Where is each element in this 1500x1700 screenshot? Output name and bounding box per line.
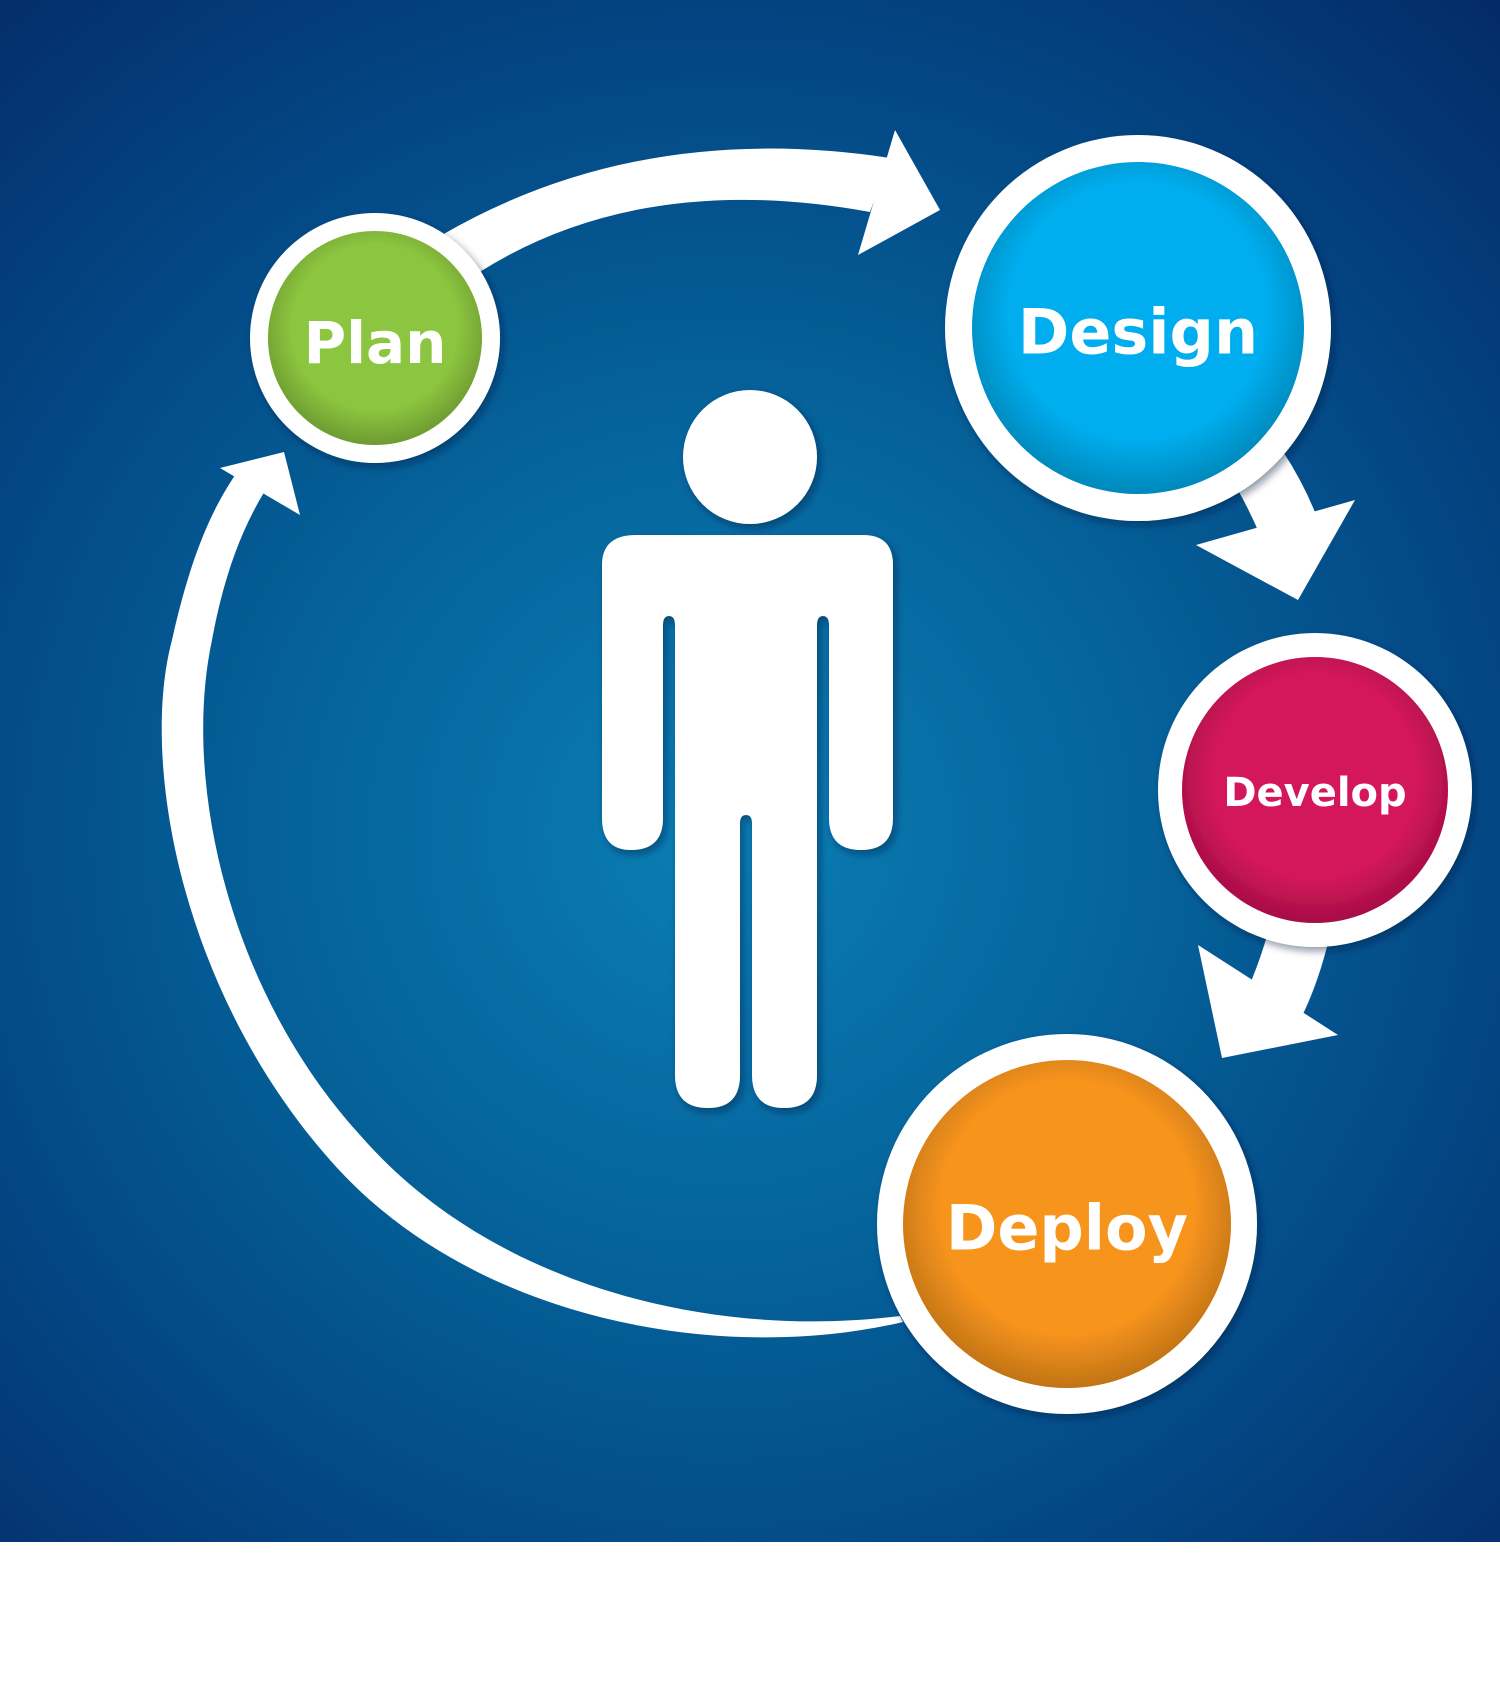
stage-design-label: Design <box>1018 296 1258 369</box>
arrowhead-design-to-develop <box>1196 500 1355 600</box>
arrowhead-develop-to-deploy <box>1198 945 1338 1058</box>
person-body <box>602 535 893 1108</box>
stage-design <box>945 135 1331 521</box>
stage-develop <box>1158 633 1472 947</box>
stage-deploy <box>877 1034 1257 1414</box>
stage-plan-label: Plan <box>304 309 447 377</box>
stage-plan <box>250 213 500 463</box>
arrowhead-deploy-to-plan <box>220 452 300 515</box>
person-icon <box>602 390 893 1108</box>
person-head <box>683 390 817 524</box>
arrowhead-plan-to-design <box>858 130 940 255</box>
arrow-plan-to-design <box>442 148 890 273</box>
stage-deploy-label: Deploy <box>946 1192 1188 1265</box>
lifecycle-diagram: Plan Design Develop Deploy <box>220 130 1472 1414</box>
stage-develop-label: Develop <box>1223 770 1406 816</box>
